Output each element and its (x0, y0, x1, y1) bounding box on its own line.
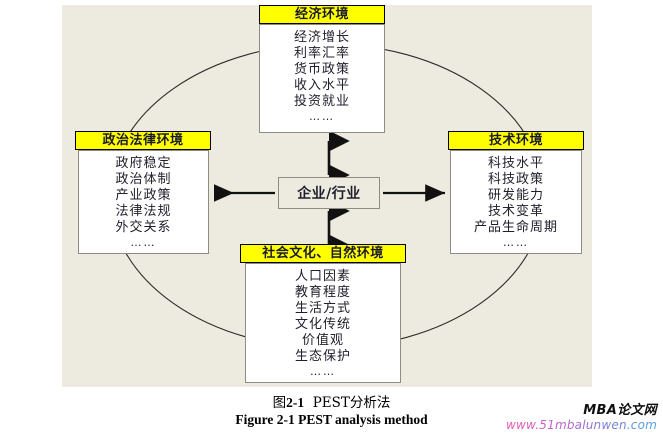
caption-prefix: 图 (272, 395, 287, 411)
pest-body-social: 人口因素 教育程度 生活方式 文化传统 价值观 生态保护 …… (245, 263, 401, 383)
pest-item: 外交关系 (115, 220, 172, 235)
watermark: MBA论文网 www.51mbalunwen.com (505, 403, 657, 433)
pest-item: 科技政策 (487, 172, 544, 187)
pest-item: 文化传统 (294, 317, 351, 332)
pest-item-ellipsis: …… (130, 236, 157, 249)
pest-item: 研发能力 (487, 188, 544, 203)
pest-item-ellipsis: …… (309, 110, 335, 123)
pest-item: 教育程度 (294, 285, 351, 300)
pest-group-social: 社会文化、自然环境 人口因素 教育程度 生活方式 文化传统 价值观 生态保护 …… (240, 244, 406, 383)
pest-header-economic: 经济环境 (259, 5, 385, 24)
watermark-brand: MBA论文网 (583, 403, 657, 418)
watermark-url: www.51mbalunwen.com (505, 417, 657, 432)
pest-item: 收入水平 (293, 78, 350, 93)
center-entity-box: 企业/行业 (278, 177, 380, 209)
pest-item: 政治体制 (115, 172, 172, 187)
figure-caption-chinese: 图2-1 PEST分析法 (0, 391, 663, 411)
caption-title: PEST分析法 (312, 395, 391, 411)
pest-header-technological: 技术环境 (448, 131, 584, 150)
pest-group-economic: 经济环境 经济增长 利率汇率 货币政策 收入水平 投资就业 …… (259, 5, 385, 133)
pest-item: 生态保护 (294, 349, 351, 364)
pest-header-social: 社会文化、自然环境 (240, 244, 406, 263)
pest-item: 技术变革 (487, 204, 544, 219)
pest-header-political: 政治法律环境 (75, 131, 211, 150)
pest-diagram-panel: 经济环境 经济增长 利率汇率 货币政策 收入水平 投资就业 …… 政治法律环境 … (62, 5, 592, 387)
pest-item: 产业政策 (115, 188, 172, 203)
pest-group-political: 政治法律环境 政府稳定 政治体制 产业政策 法律法规 外交关系 …… (75, 131, 211, 254)
pest-item: 政府稳定 (115, 156, 172, 171)
pest-item: 货币政策 (293, 62, 350, 77)
figure-caption-english: Figure 2-1 PEST analysis method (235, 412, 428, 427)
pest-item: 生活方式 (294, 301, 351, 316)
pest-item: 产品生命周期 (473, 220, 558, 235)
pest-group-technological: 技术环境 科技水平 科技政策 研发能力 技术变革 产品生命周期 …… (448, 131, 584, 254)
pest-item-ellipsis: …… (310, 365, 336, 378)
pest-body-economic: 经济增长 利率汇率 货币政策 收入水平 投资就业 …… (259, 24, 385, 133)
pest-body-political: 政府稳定 政治体制 产业政策 法律法规 外交关系 …… (78, 150, 209, 254)
pest-item: 价值观 (301, 333, 344, 348)
pest-item: 利率汇率 (293, 46, 350, 61)
pest-item: 科技水平 (487, 156, 544, 171)
pest-item: 投资就业 (293, 94, 350, 109)
caption-number: 2-1 (286, 395, 305, 410)
pest-item-ellipsis: …… (503, 236, 529, 249)
pest-item: 经济增长 (293, 30, 350, 45)
pest-body-technological: 科技水平 科技政策 研发能力 技术变革 产品生命周期 …… (450, 150, 582, 254)
center-entity-label: 企业/行业 (297, 186, 361, 202)
pest-item: 人口因素 (294, 269, 351, 284)
pest-item: 法律法规 (115, 204, 172, 219)
